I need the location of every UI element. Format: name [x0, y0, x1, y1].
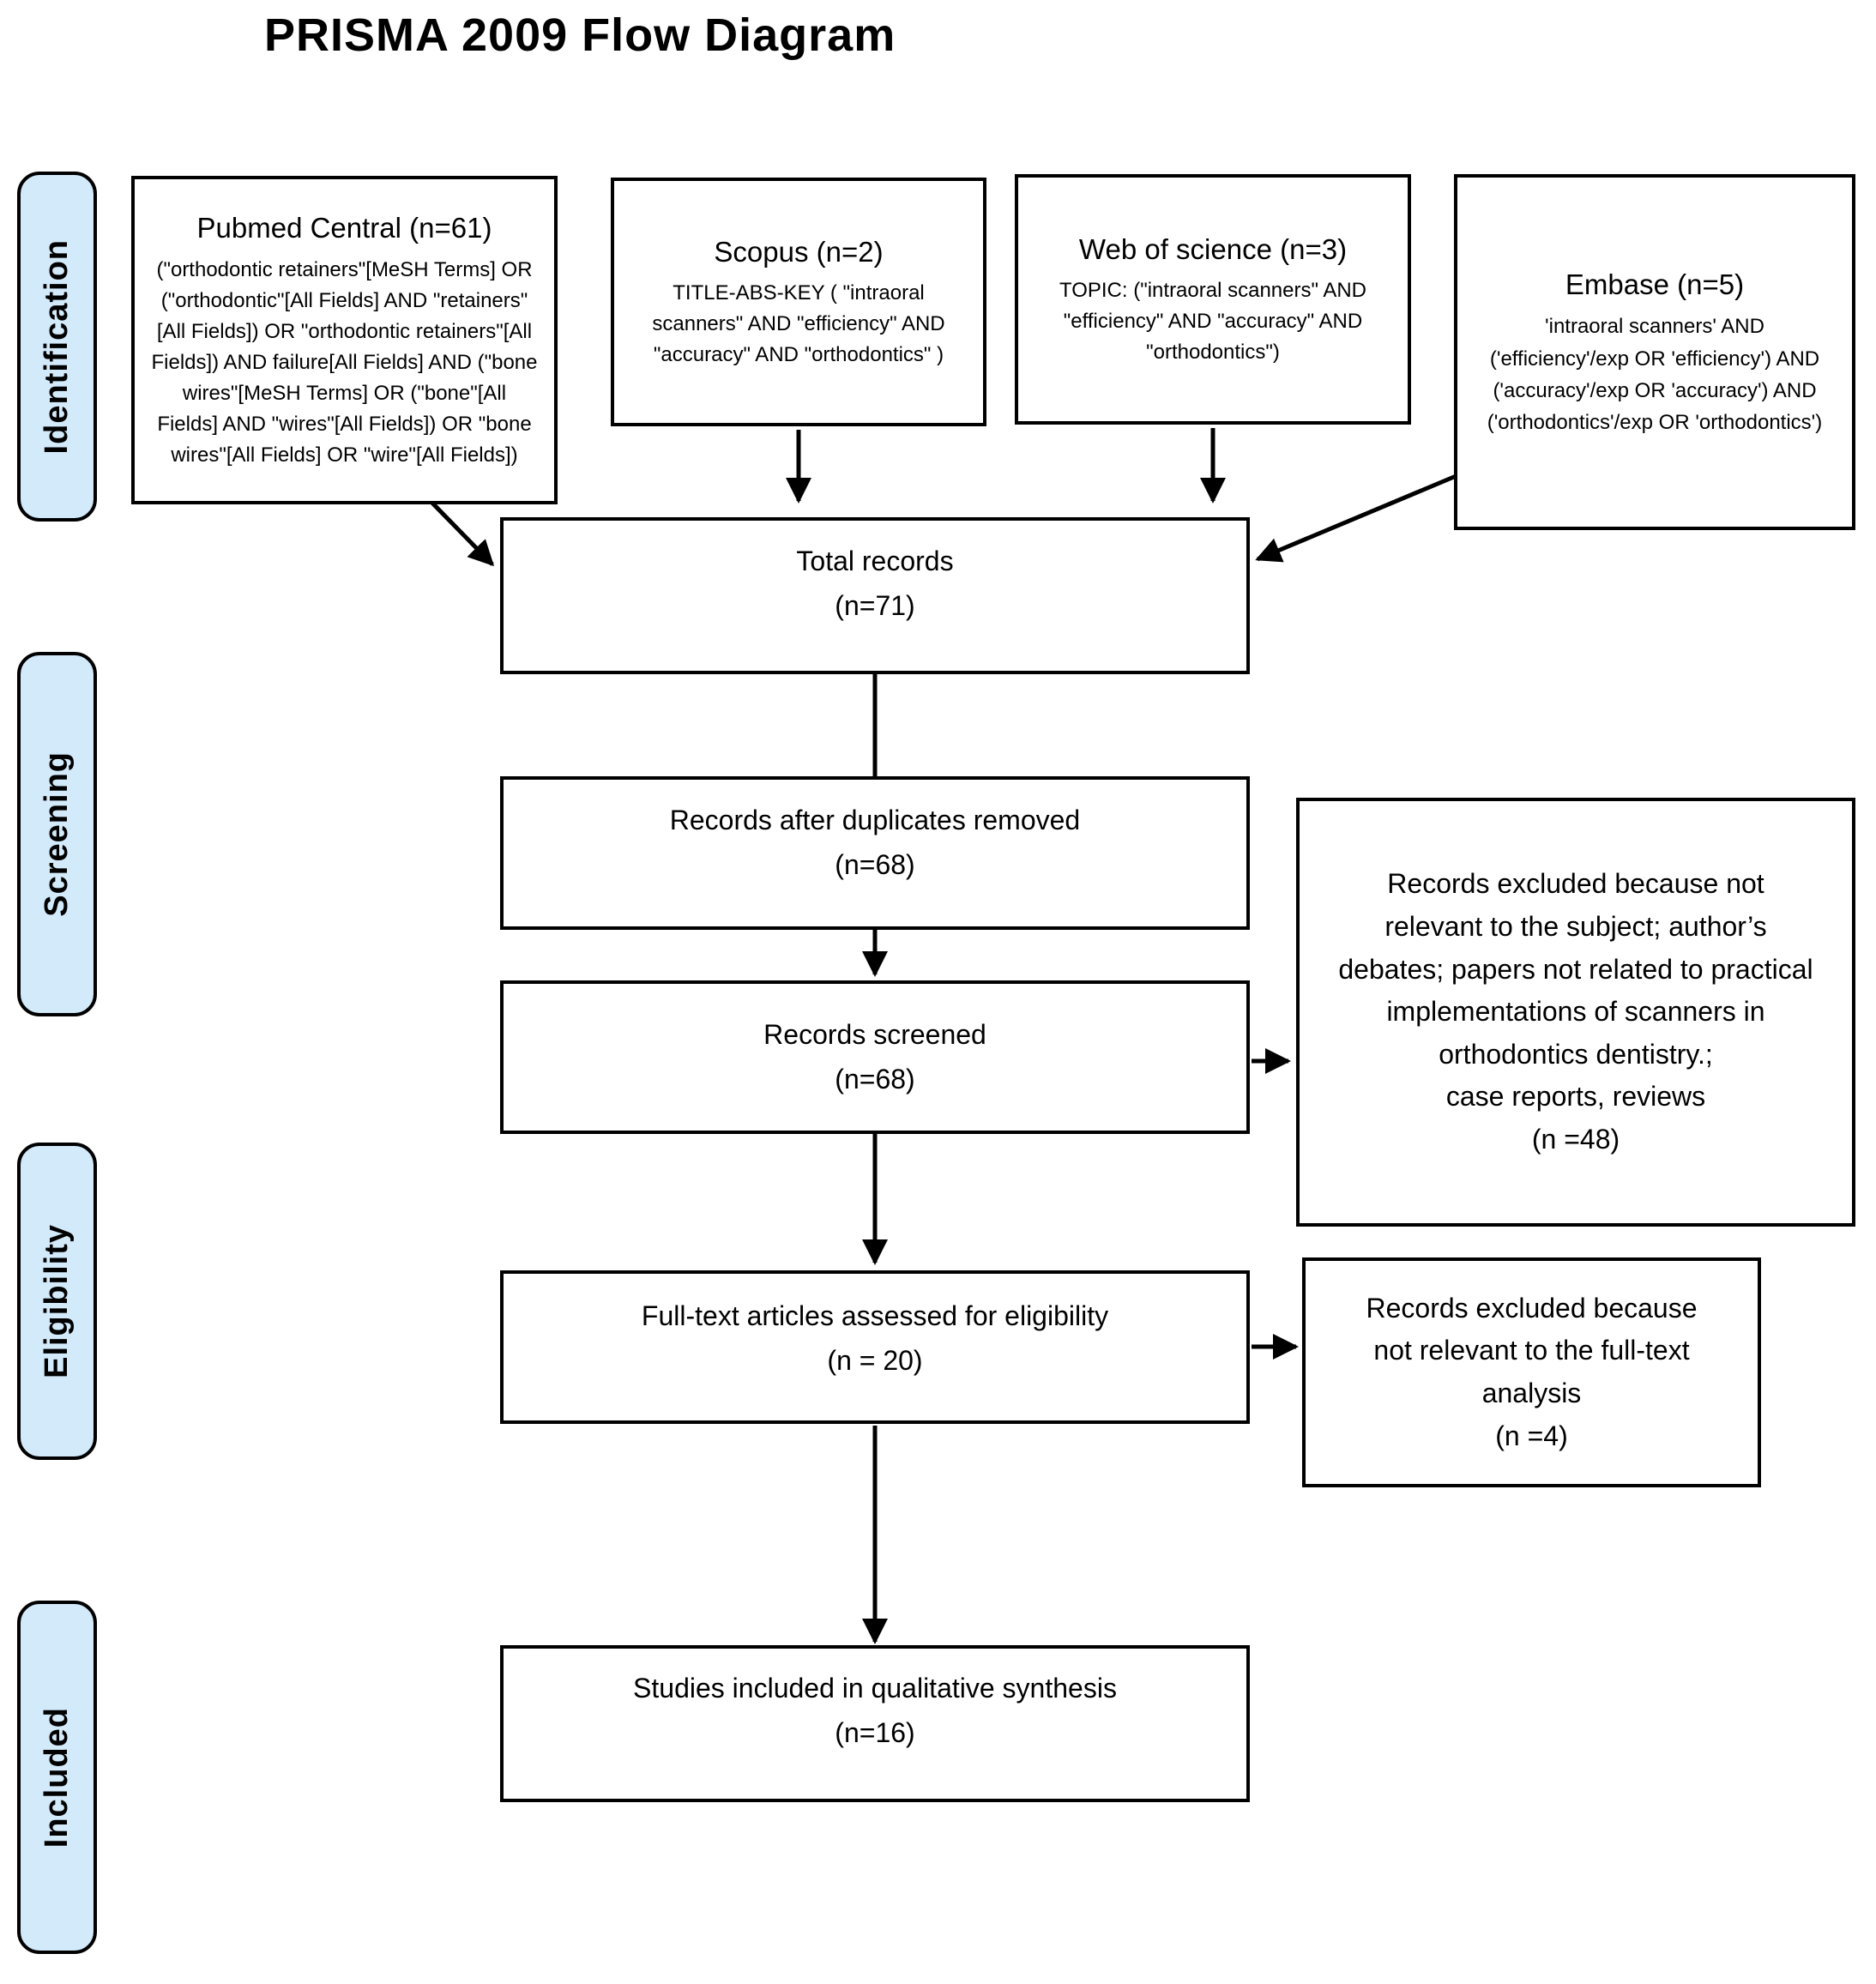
flow-box-fulltext-assessed: Full-text articles assessed for eligibil…: [500, 1270, 1250, 1424]
flow-box-studies-included: Studies included in qualitative synthesi…: [500, 1645, 1250, 1802]
source-box-scopus: Scopus (n=2) TITLE-ABS-KEY ( "intraoral …: [611, 178, 986, 426]
exclusion-reason: Records excluded because not relevant to…: [1338, 868, 1813, 1070]
stage-label: Total records: [796, 546, 954, 577]
stage-label: Full-text articles assessed for eligibil…: [641, 1300, 1109, 1332]
phase-label-text: Identification: [39, 238, 75, 455]
flow-box-records-screened: Records screened (n=68): [500, 980, 1250, 1134]
stage-count: (n=68): [835, 1063, 915, 1095]
source-title: Pubmed Central (n=61): [196, 212, 492, 244]
exclusion-box-screening: Records excluded because not relevant to…: [1296, 798, 1855, 1227]
exclusion-count: (n =4): [1495, 1420, 1568, 1451]
source-box-web-of-science: Web of science (n=3) TOPIC: ("intraoral …: [1015, 174, 1411, 425]
stage-label: Records screened: [763, 1019, 986, 1051]
stage-count: (n=16): [835, 1716, 915, 1748]
phase-label-text: Screening: [39, 751, 75, 917]
phase-label-text: Included: [39, 1706, 75, 1848]
phase-label-eligibility: Eligibility: [17, 1143, 97, 1460]
source-title: Scopus (n=2): [714, 235, 884, 268]
stage-label: Records after duplicates removed: [669, 805, 1081, 836]
stage-count: (n=71): [835, 589, 915, 621]
arrow-embase-to-total: [1255, 467, 1471, 563]
source-box-pubmed: Pubmed Central (n=61) ("orthodontic reta…: [131, 176, 558, 504]
exclusion-count: (n =48): [1531, 1123, 1620, 1155]
source-query: ("orthodontic retainers"[MeSH Terms] OR …: [151, 257, 538, 467]
page-title: PRISMA 2009 Flow Diagram: [264, 9, 896, 61]
flow-box-duplicates-removed: Records after duplicates removed (n=68): [500, 776, 1250, 930]
stage-count: (n = 20): [827, 1344, 923, 1376]
exclusion-reason-secondary: case reports, reviews: [1445, 1081, 1706, 1113]
source-box-embase: Embase (n=5) 'intraoral scanners' AND ('…: [1454, 174, 1855, 530]
exclusion-box-fulltext: Records excluded because not relevant to…: [1302, 1257, 1761, 1487]
source-title: Embase (n=5): [1565, 268, 1745, 300]
source-query: TITLE-ABS-KEY ( "intraoral scanners" AND…: [652, 281, 945, 367]
stage-count: (n=68): [835, 848, 915, 880]
phase-label-screening: Screening: [17, 652, 97, 1016]
phase-label-included: Included: [17, 1601, 97, 1954]
exclusion-reason: Records excluded because not relevant to…: [1366, 1292, 1698, 1408]
source-query: TOPIC: ("intraoral scanners" AND "effici…: [1059, 279, 1367, 365]
source-title: Web of science (n=3): [1078, 232, 1348, 265]
source-query: 'intraoral scanners' AND ('efficiency'/e…: [1487, 315, 1823, 434]
flow-box-total-records: Total records (n=71): [500, 517, 1250, 674]
phase-label-identification: Identification: [17, 172, 97, 522]
phase-label-text: Eligibility: [39, 1224, 75, 1378]
stage-label: Studies included in qualitative synthesi…: [633, 1673, 1117, 1704]
